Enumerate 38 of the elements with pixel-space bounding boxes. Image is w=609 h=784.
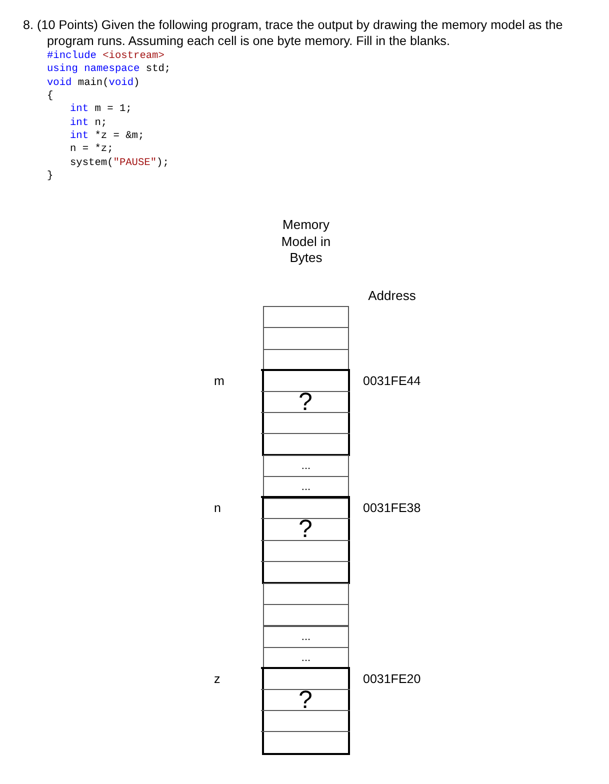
question-mark: ?	[298, 392, 314, 412]
memory-block	[262, 666, 350, 755]
variable-name: n	[214, 501, 221, 516]
memory-cell	[263, 327, 349, 350]
memory-cell	[263, 476, 349, 499]
ellipsis: ...	[300, 632, 312, 642]
code-line: int n;	[70, 116, 108, 130]
code-line: }	[47, 170, 54, 183]
code-line: system("PAUSE");	[70, 156, 169, 170]
column-heading: Memory Model in Bytes	[280, 217, 332, 266]
address-text: 0031FE20	[363, 672, 421, 687]
question-mark: ?	[298, 690, 314, 710]
code-line: int *z = &m;	[70, 130, 144, 142]
memory-cell	[263, 306, 349, 328]
ellipsis: ...	[300, 461, 312, 472]
memory-cell	[263, 455, 349, 478]
code-line: using namespace std;	[47, 63, 171, 76]
code-line: {	[47, 90, 54, 102]
question-text: 8. (10 Points) Given the following program, trace the output by drawing the memory model as the program runs. Assuming each cell is one byte memory. Fill in the blanks.	[23, 18, 564, 49]
ellipsis: ...	[300, 482, 312, 494]
memory-cell	[263, 582, 349, 606]
code-line: int m = 1;	[70, 103, 132, 116]
code-line: void main(void)	[47, 76, 140, 90]
address-text: 0031FE44	[363, 374, 421, 389]
memory-cell	[261, 518, 350, 540]
column-heading: Address	[367, 288, 417, 304]
question-mark: ?	[298, 520, 314, 540]
ellipsis: ...	[300, 652, 312, 664]
memory-cell	[263, 626, 349, 648]
address-text: 0031FE38	[363, 501, 421, 516]
memory-cell	[263, 604, 349, 626]
variable-name: m	[214, 374, 224, 389]
code-line: n = *z;	[70, 143, 114, 156]
memory-cell	[263, 348, 349, 371]
code-line: #include <iostream>	[47, 50, 164, 62]
memory-cell	[261, 688, 350, 710]
variable-name: z	[214, 672, 220, 687]
memory-cell	[261, 390, 350, 412]
